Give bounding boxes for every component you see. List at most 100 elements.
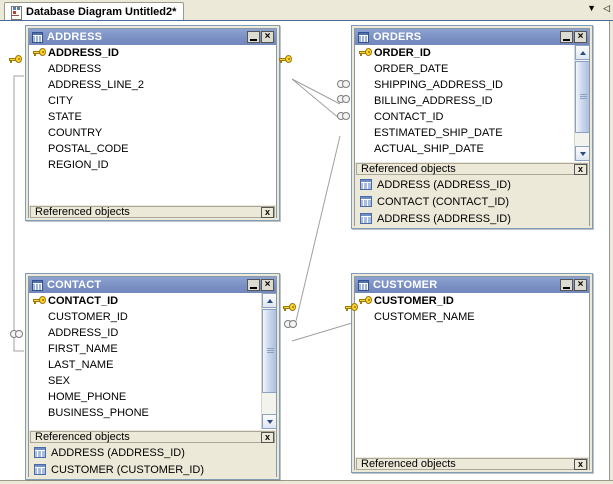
relationship-key-address-left[interactable] xyxy=(9,55,24,65)
table-title-bar[interactable]: CONTACT× xyxy=(29,277,276,293)
panel-close-button[interactable]: x xyxy=(261,206,274,218)
key-slot xyxy=(32,157,48,173)
relationship-key-contact-right[interactable] xyxy=(283,303,298,313)
column-name: CUSTOMER_ID xyxy=(374,295,454,307)
column-row[interactable]: STATE xyxy=(29,109,276,125)
column-list[interactable]: CUSTOMER_ID CUSTOMER_NAME xyxy=(355,293,589,456)
referenced-object-item[interactable]: ADDRESS (ADDRESS_ID) xyxy=(355,210,589,227)
key-slot xyxy=(32,405,48,421)
column-row[interactable]: REGION_ID xyxy=(29,157,276,173)
scroll-down-button[interactable] xyxy=(575,146,589,161)
close-button[interactable]: × xyxy=(574,279,587,291)
minimize-button[interactable] xyxy=(560,31,573,43)
relationship-chain-contact-address[interactable] xyxy=(10,330,25,338)
panel-close-button[interactable]: x xyxy=(574,458,587,470)
table-window-buttons: × xyxy=(560,31,587,43)
key-slot xyxy=(32,357,48,373)
referenced-object-label: CONTACT (CONTACT_ID) xyxy=(377,195,509,208)
column-row[interactable]: SHIPPING_ADDRESS_ID xyxy=(355,77,589,93)
minimize-button[interactable] xyxy=(247,279,260,291)
relationship-chain-contact-customer[interactable] xyxy=(284,320,299,328)
relationship-chain-orders-shipping[interactable] xyxy=(337,80,352,88)
column-name: ACTUAL_SHIP_DATE xyxy=(374,143,484,155)
table-icon xyxy=(358,279,369,291)
referenced-object-label: ADDRESS (ADDRESS_ID) xyxy=(51,446,185,459)
column-row[interactable]: ORDER_ID xyxy=(355,45,589,61)
column-row[interactable]: HOME_PHONE xyxy=(29,389,276,405)
column-name: CUSTOMER_NAME xyxy=(374,311,475,323)
scrollbar-thumb[interactable] xyxy=(262,309,276,394)
column-row[interactable]: ADDRESS_LINE_2 xyxy=(29,77,276,93)
scroll-up-button[interactable] xyxy=(262,293,276,308)
column-row[interactable]: ADDRESS_ID xyxy=(29,45,276,61)
column-row[interactable]: CONTACT_ID xyxy=(29,293,276,309)
tab-database-diagram[interactable]: Database Diagram Untitled2* xyxy=(4,2,185,21)
panel-close-button[interactable]: x xyxy=(574,163,587,175)
chevron-down-icon[interactable]: ▼ xyxy=(587,3,597,13)
close-button[interactable]: × xyxy=(574,31,587,43)
relationship-key-customer-left[interactable] xyxy=(345,303,360,313)
column-row[interactable]: ADDRESS_ID xyxy=(29,325,276,341)
close-icon[interactable]: ◁ xyxy=(603,3,610,13)
column-name: POSTAL_CODE xyxy=(48,143,129,155)
table-title-bar[interactable]: CUSTOMER× xyxy=(355,277,589,293)
relationship-chain-orders-billing[interactable] xyxy=(337,95,352,103)
referenced-object-item[interactable]: ADDRESS (ADDRESS_ID) xyxy=(355,176,589,193)
column-row[interactable]: ADDRESS xyxy=(29,61,276,77)
column-row[interactable]: ORDER_DATE xyxy=(355,61,589,77)
column-row[interactable]: SEX xyxy=(29,373,276,389)
close-button[interactable]: × xyxy=(261,279,274,291)
scroll-up-button[interactable] xyxy=(575,45,589,60)
vertical-scrollbar[interactable] xyxy=(574,45,589,161)
column-row[interactable]: POSTAL_CODE xyxy=(29,141,276,157)
column-name: BUSINESS_PHONE xyxy=(48,407,149,419)
table-title-bar[interactable]: ADDRESS× xyxy=(29,29,276,45)
column-name: ADDRESS_ID xyxy=(48,327,119,339)
column-row[interactable]: BUSINESS_PHONE xyxy=(29,405,276,421)
scrollbar-grip xyxy=(267,348,274,354)
relationship-chain-orders-contact[interactable] xyxy=(337,112,352,120)
relationship-key-address-right[interactable] xyxy=(279,55,294,65)
minimize-button[interactable] xyxy=(560,279,573,291)
referenced-object-item[interactable]: ADDRESS (ADDRESS_ID) xyxy=(29,444,276,461)
minimize-button[interactable] xyxy=(247,31,260,43)
column-row[interactable]: ESTIMATED_SHIP_DATE xyxy=(355,125,589,141)
referenced-objects-list[interactable]: ADDRESS (ADDRESS_ID) CUSTOMER (CUSTOMER_I… xyxy=(29,444,276,478)
close-button[interactable]: × xyxy=(261,31,274,43)
scrollbar-thumb[interactable] xyxy=(575,61,589,133)
column-row[interactable]: FIRST_NAME xyxy=(29,341,276,357)
scroll-down-button[interactable] xyxy=(262,414,276,429)
column-row[interactable]: COUNTRY xyxy=(29,125,276,141)
column-row[interactable]: ACTUAL_SHIP_DATE xyxy=(355,141,589,157)
referenced-object-item[interactable]: CUSTOMER (CUSTOMER_ID) xyxy=(29,461,276,478)
column-row[interactable]: CUSTOMER_NAME xyxy=(355,309,589,325)
referenced-object-item[interactable]: CONTACT (CONTACT_ID) xyxy=(355,193,589,210)
referenced-object-label: ADDRESS (ADDRESS_ID) xyxy=(377,178,511,191)
column-row[interactable]: CUSTOMER_ID xyxy=(29,309,276,325)
table-icon xyxy=(32,31,43,43)
column-row[interactable]: CONTACT_ID xyxy=(355,109,589,125)
column-row[interactable]: CUSTOMER_ID xyxy=(355,293,589,309)
column-row[interactable]: LAST_NAME xyxy=(29,357,276,373)
column-name: FIRST_NAME xyxy=(48,343,118,355)
column-name: ESTIMATED_SHIP_DATE xyxy=(374,127,503,139)
panel-close-button[interactable]: x xyxy=(261,431,274,443)
key-slot xyxy=(32,77,48,93)
column-row[interactable]: BILLING_ADDRESS_ID xyxy=(355,93,589,109)
primary-key-icon xyxy=(359,296,372,305)
referenced-objects-list[interactable]: ADDRESS (ADDRESS_ID) CONTACT (CONTACT_ID)… xyxy=(355,176,589,227)
column-name: COUNTRY xyxy=(48,127,103,139)
table-title-bar[interactable]: ORDERS× xyxy=(355,29,589,45)
column-name: SEX xyxy=(48,375,71,387)
vertical-scrollbar[interactable] xyxy=(261,293,276,429)
column-row[interactable]: CITY xyxy=(29,93,276,109)
